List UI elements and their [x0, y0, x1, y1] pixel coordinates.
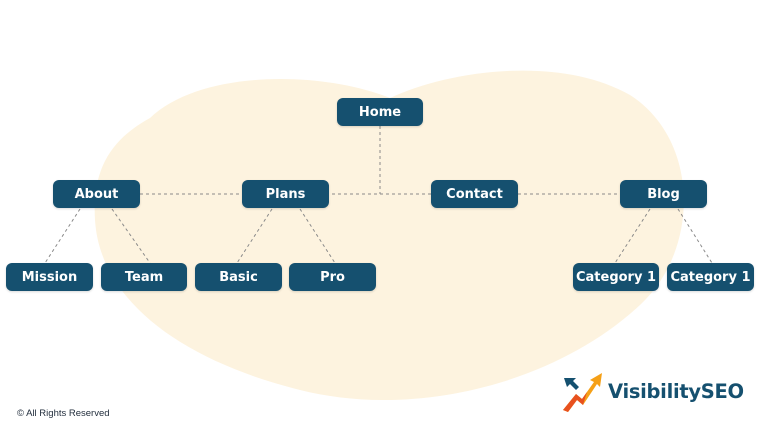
connector-plans-pro [299, 208, 336, 264]
brand-logo: VisibilitySEO [560, 367, 744, 415]
node-category-1a[interactable]: Category 1 [573, 263, 659, 291]
node-home[interactable]: Home [337, 98, 423, 126]
node-category-1b[interactable]: Category 1 [667, 263, 754, 291]
copyright-text: © All Rights Reserved [17, 408, 110, 419]
node-blog[interactable]: Blog [620, 180, 707, 208]
node-basic[interactable]: Basic [195, 263, 282, 291]
brand-name: VisibilitySEO [608, 379, 744, 403]
connector-plans-basic [236, 208, 273, 264]
node-mission[interactable]: Mission [6, 263, 93, 291]
connector-blog-cat1b [677, 208, 713, 264]
connector-about-team [111, 208, 151, 264]
node-pro[interactable]: Pro [289, 263, 376, 291]
growth-arrow-icon [563, 373, 602, 412]
node-team[interactable]: Team [101, 263, 187, 291]
connector-blog-cat1a [614, 208, 651, 264]
node-about[interactable]: About [53, 180, 140, 208]
node-plans[interactable]: Plans [242, 180, 329, 208]
node-contact[interactable]: Contact [431, 180, 518, 208]
connector-about-mission [44, 208, 81, 264]
